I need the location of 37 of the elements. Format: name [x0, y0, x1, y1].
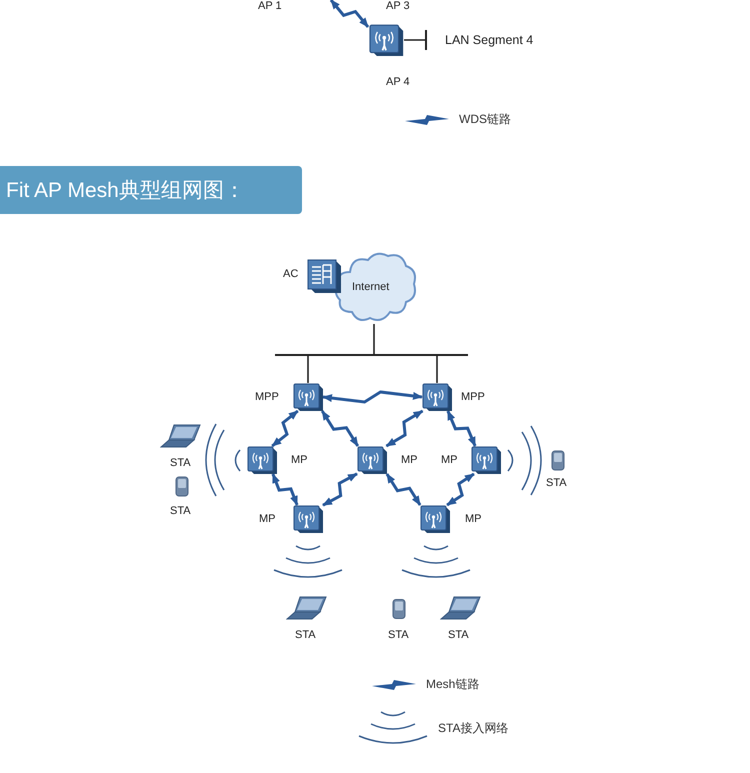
wireless-link	[322, 472, 358, 506]
device-label: STA	[170, 505, 191, 517]
wireless-link	[330, 0, 370, 28]
legend-label: WDS链路	[459, 111, 511, 128]
device-label: AP 4	[386, 76, 410, 88]
device-label: MP	[259, 513, 276, 525]
legend-label: STA接入网络	[438, 720, 508, 736]
wireless-link	[271, 410, 299, 448]
connection-line	[404, 29, 427, 51]
connection-line	[436, 356, 438, 383]
segment-label: LAN Segment 4	[445, 33, 534, 47]
section-banner: Fit AP Mesh典型组网图：	[0, 166, 302, 214]
device-label: STA	[546, 477, 567, 489]
device-label: MPP	[255, 391, 279, 403]
wireless-link	[386, 473, 422, 506]
device-label: STA	[170, 457, 191, 469]
device-label: MP	[291, 454, 308, 466]
connection-line	[373, 324, 375, 354]
wireless-link	[322, 390, 423, 404]
device-label: STA	[388, 629, 409, 641]
device-label: MPP	[461, 391, 485, 403]
device-label: STA	[448, 629, 469, 641]
device-label: MP	[441, 454, 458, 466]
wireless-link	[446, 410, 476, 447]
device-label: MP	[465, 513, 482, 525]
cloud-label: Internet	[352, 281, 390, 293]
wireless-link	[320, 410, 360, 447]
legend-label: Mesh链路	[426, 676, 480, 693]
device-label: AC	[283, 268, 298, 280]
wireless-link	[446, 472, 475, 506]
device-label: AP 1	[258, 0, 282, 12]
device-label: MP	[401, 454, 418, 466]
wireless-link	[386, 410, 424, 448]
device-label: AP 3	[386, 0, 410, 12]
connection-line	[307, 356, 309, 383]
wireless-link	[272, 473, 298, 506]
device-label: STA	[295, 629, 316, 641]
